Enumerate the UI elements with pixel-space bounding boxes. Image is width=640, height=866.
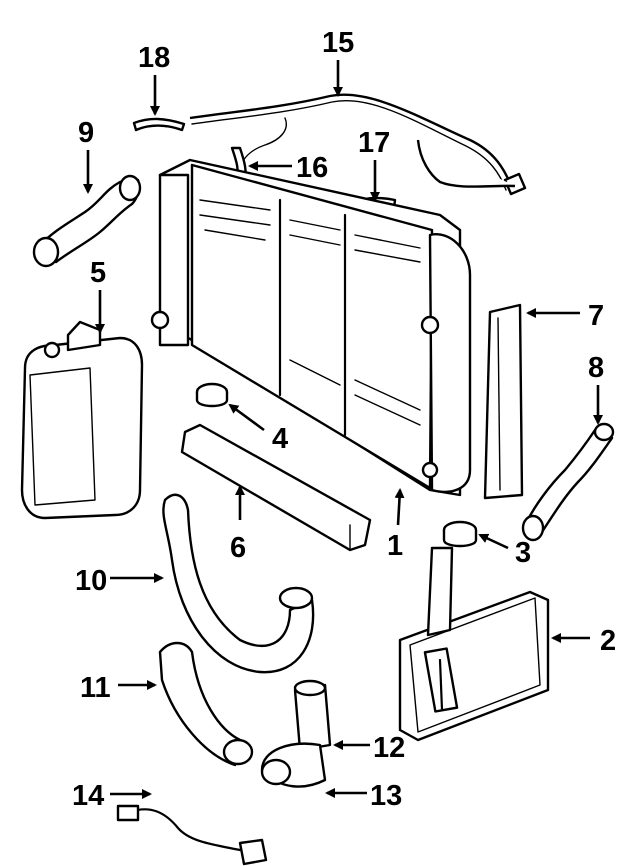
callout-2: 2	[600, 625, 616, 657]
callout-18: 18	[138, 42, 170, 74]
radiator	[150, 158, 472, 497]
callout-9: 9	[78, 117, 94, 149]
outlet-12	[293, 679, 332, 752]
sensor-14	[116, 804, 268, 866]
hose-10	[162, 493, 315, 674]
callout-17: 17	[358, 127, 390, 159]
hose-18	[132, 117, 186, 132]
radiator-cap	[442, 520, 478, 548]
callout-13: 13	[370, 780, 402, 812]
elbow-13	[260, 742, 327, 788]
seal-strip	[483, 303, 524, 500]
hose-8	[521, 422, 615, 542]
mount-pad	[195, 382, 229, 408]
callout-4: 4	[272, 423, 288, 455]
callout-5: 5	[90, 257, 106, 289]
leader-lines	[83, 60, 603, 799]
lower-seal	[180, 423, 372, 552]
callout-3: 3	[515, 537, 531, 569]
callout-1: 1	[387, 530, 403, 562]
callout-16: 16	[296, 152, 328, 184]
reservoir	[398, 546, 550, 742]
recovery-tank	[20, 320, 144, 520]
callout-11: 11	[80, 672, 111, 704]
callout-7: 7	[588, 300, 604, 332]
callout-14: 14	[72, 780, 104, 812]
callout-labels: 1 2 3 4 5 6 7 8 9 10 11 12 13 14 15 16 1…	[72, 27, 616, 812]
hose-11	[158, 641, 254, 767]
overflow-hose	[189, 93, 527, 196]
callout-6: 6	[230, 532, 246, 564]
callout-8: 8	[588, 352, 604, 384]
callout-15: 15	[322, 27, 354, 59]
callout-12: 12	[373, 732, 405, 764]
upper-hose	[32, 174, 142, 268]
callout-10: 10	[75, 565, 107, 597]
